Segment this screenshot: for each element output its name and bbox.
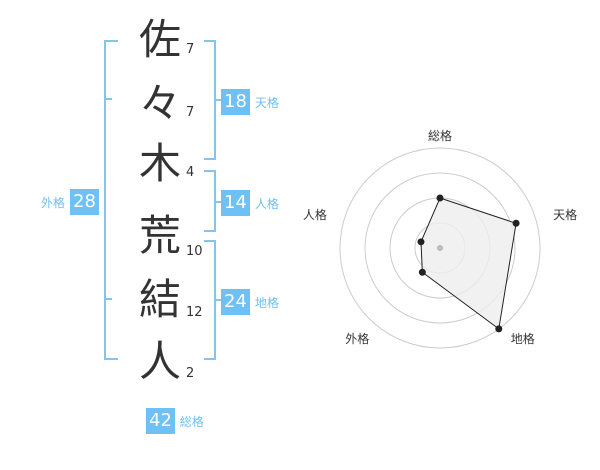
bracket-tick — [104, 98, 112, 100]
bracket-tick — [216, 299, 222, 301]
chikaku-bracket — [204, 240, 216, 360]
radar-point-3 — [495, 325, 503, 333]
soukaku-score: 42 総格 — [146, 408, 204, 434]
soukaku-label: 総格 — [179, 414, 204, 429]
chikaku-score: 24 地格 — [221, 289, 279, 315]
chikaku-label: 地格 — [254, 295, 279, 310]
jinkaku-score: 14 人格 — [221, 190, 279, 216]
stroke-count-2: 7 — [186, 105, 195, 120]
tenkaku-bracket — [204, 40, 216, 160]
stroke-count-5: 12 — [186, 305, 203, 320]
bracket-tick — [216, 99, 222, 101]
gaikaku-bracket — [104, 40, 118, 360]
radar-area — [420, 197, 517, 330]
name-char-6: 人 — [138, 337, 181, 386]
chikaku-value: 24 — [221, 289, 250, 315]
radar-axis-label: 総格 — [428, 128, 452, 143]
stroke-count-1: 7 — [186, 42, 195, 57]
name-char-3: 木 — [138, 139, 181, 188]
jinkaku-bracket — [204, 170, 216, 232]
bracket-tick — [216, 201, 222, 203]
name-char-4: 荒 — [138, 211, 181, 260]
name-char-1: 佐 — [138, 15, 181, 64]
radar-point-5 — [417, 238, 425, 246]
radar-ring — [364, 172, 516, 324]
radar-center — [437, 245, 443, 251]
radar-axis-label: 地格 — [511, 331, 535, 346]
tenkaku-label: 天格 — [254, 95, 279, 110]
gaikaku-value: 28 — [70, 189, 99, 215]
stroke-count-4: 10 — [186, 244, 203, 259]
radar-point-2 — [512, 219, 520, 227]
tenkaku-value: 18 — [221, 89, 250, 115]
stroke-count-3: 4 — [186, 165, 195, 180]
name-char-5: 結 — [138, 275, 181, 324]
stroke-count-6: 2 — [186, 366, 195, 381]
jinkaku-value: 14 — [221, 190, 250, 216]
jinkaku-label: 人格 — [254, 196, 279, 211]
tenkaku-score: 18 天格 — [221, 89, 279, 115]
bracket-tick — [104, 298, 112, 300]
radar-ring — [339, 147, 541, 349]
soukaku-value: 42 — [146, 408, 175, 434]
gaikaku-label: 外格 — [41, 195, 66, 210]
radar-point-1 — [436, 194, 444, 202]
radar-axis-label: 外格 — [345, 331, 369, 346]
radar-axis-label: 天格 — [553, 207, 577, 222]
name-char-2: 々 — [138, 79, 181, 128]
radar-point-4 — [418, 268, 426, 276]
radar-axis-label: 人格 — [303, 207, 327, 222]
gaikaku-score: 外格 28 — [41, 189, 99, 215]
